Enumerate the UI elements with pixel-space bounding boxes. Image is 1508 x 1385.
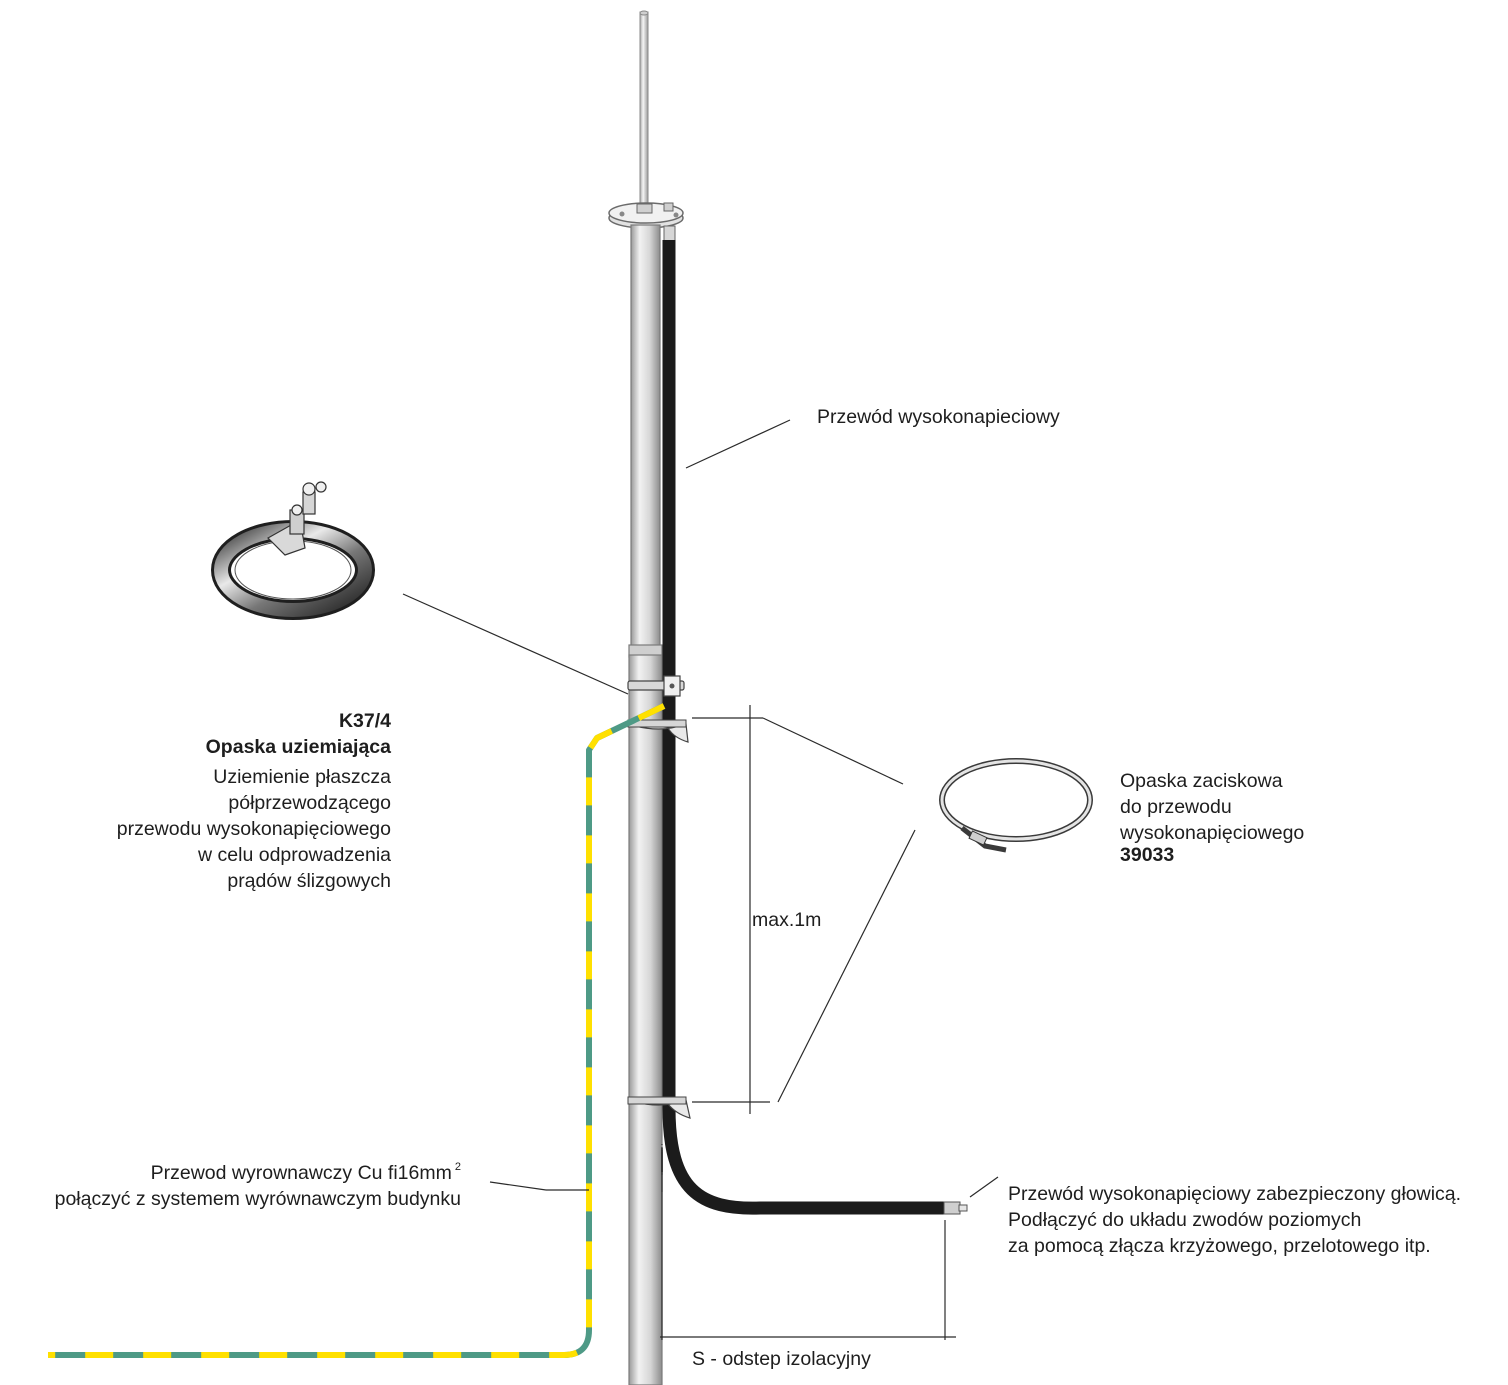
hv-cable [662, 240, 946, 1215]
leader-clamp-upper [762, 717, 904, 785]
label-clamp-code: 39033 [1120, 844, 1175, 866]
label-k37-desc-1: Uziemienie płaszcza [213, 766, 391, 788]
leader-lines [402, 419, 999, 1198]
label-hv-secured-3: za pomocą złącza krzyżowego, przelotoweg… [1008, 1235, 1431, 1257]
label-isolation-distance: S - odstep izolacyjny [692, 1348, 871, 1370]
label-k37-desc-4: w celu odprowadzenia [198, 844, 391, 866]
label-equalizing-line-2: połączyć z systemem wyrównawczym budynku [54, 1188, 461, 1210]
label-k37-desc-3: przewodu wysokonapięciowego [116, 818, 391, 840]
equalizing-conductor [48, 703, 666, 1358]
label-k37-name: Opaska uziemiająca [205, 736, 391, 758]
label-hv-secured-1: Przewód wysokonapięciowy zabezpieczony g… [1008, 1183, 1462, 1205]
label-hv-secured-block: Przewód wysokonapięciowy zabezpieczony g… [1008, 1181, 1461, 1259]
support-mast [628, 654, 663, 1385]
air-termination-rod [639, 10, 649, 213]
label-clamp-line-2: do przewodu [1120, 796, 1232, 818]
mounting-flange [608, 202, 684, 243]
leader-k37 [402, 593, 629, 695]
grounding-band-on-mast [627, 675, 685, 697]
label-clamp-line-3: wysokonapięciowego [1120, 822, 1305, 844]
insulating-tube [628, 224, 663, 658]
label-equalizing-sup: 2 [454, 1161, 461, 1173]
label-clamp-line-1: Opaska zaciskowa [1120, 770, 1283, 792]
cable-tie-lower [627, 1096, 691, 1119]
label-hv-cable: Przewód wysokonapieciowy [817, 406, 1060, 428]
grounding-band-icon [211, 481, 375, 620]
leader-equalizing [489, 1181, 547, 1191]
label-max-distance: max.1m [752, 909, 822, 931]
leader-hv-cable [685, 419, 791, 469]
label-hv-secured-2: Podłączyć do układu zwodów poziomych [1008, 1209, 1362, 1231]
label-k37-desc-5: prądów ślizgowych [227, 870, 391, 892]
dimension-max-1m [692, 705, 770, 1114]
cable-tie-band-icon [939, 758, 1093, 853]
leader-hv-secured [969, 1176, 999, 1198]
cable-end-head [943, 1201, 968, 1215]
label-clamp-band-block: Opaska zaciskowa do przewodu wysokonapię… [1120, 768, 1305, 866]
leader-clamp-lower [777, 829, 916, 1103]
label-k37-block: K37/4 Opaska uziemiająca Uziemienie płas… [117, 708, 391, 894]
label-k37-desc-2: półprzewodzącego [228, 792, 391, 814]
label-k37-code: K37/4 [338, 710, 391, 732]
dimension-isolation [660, 1144, 956, 1340]
